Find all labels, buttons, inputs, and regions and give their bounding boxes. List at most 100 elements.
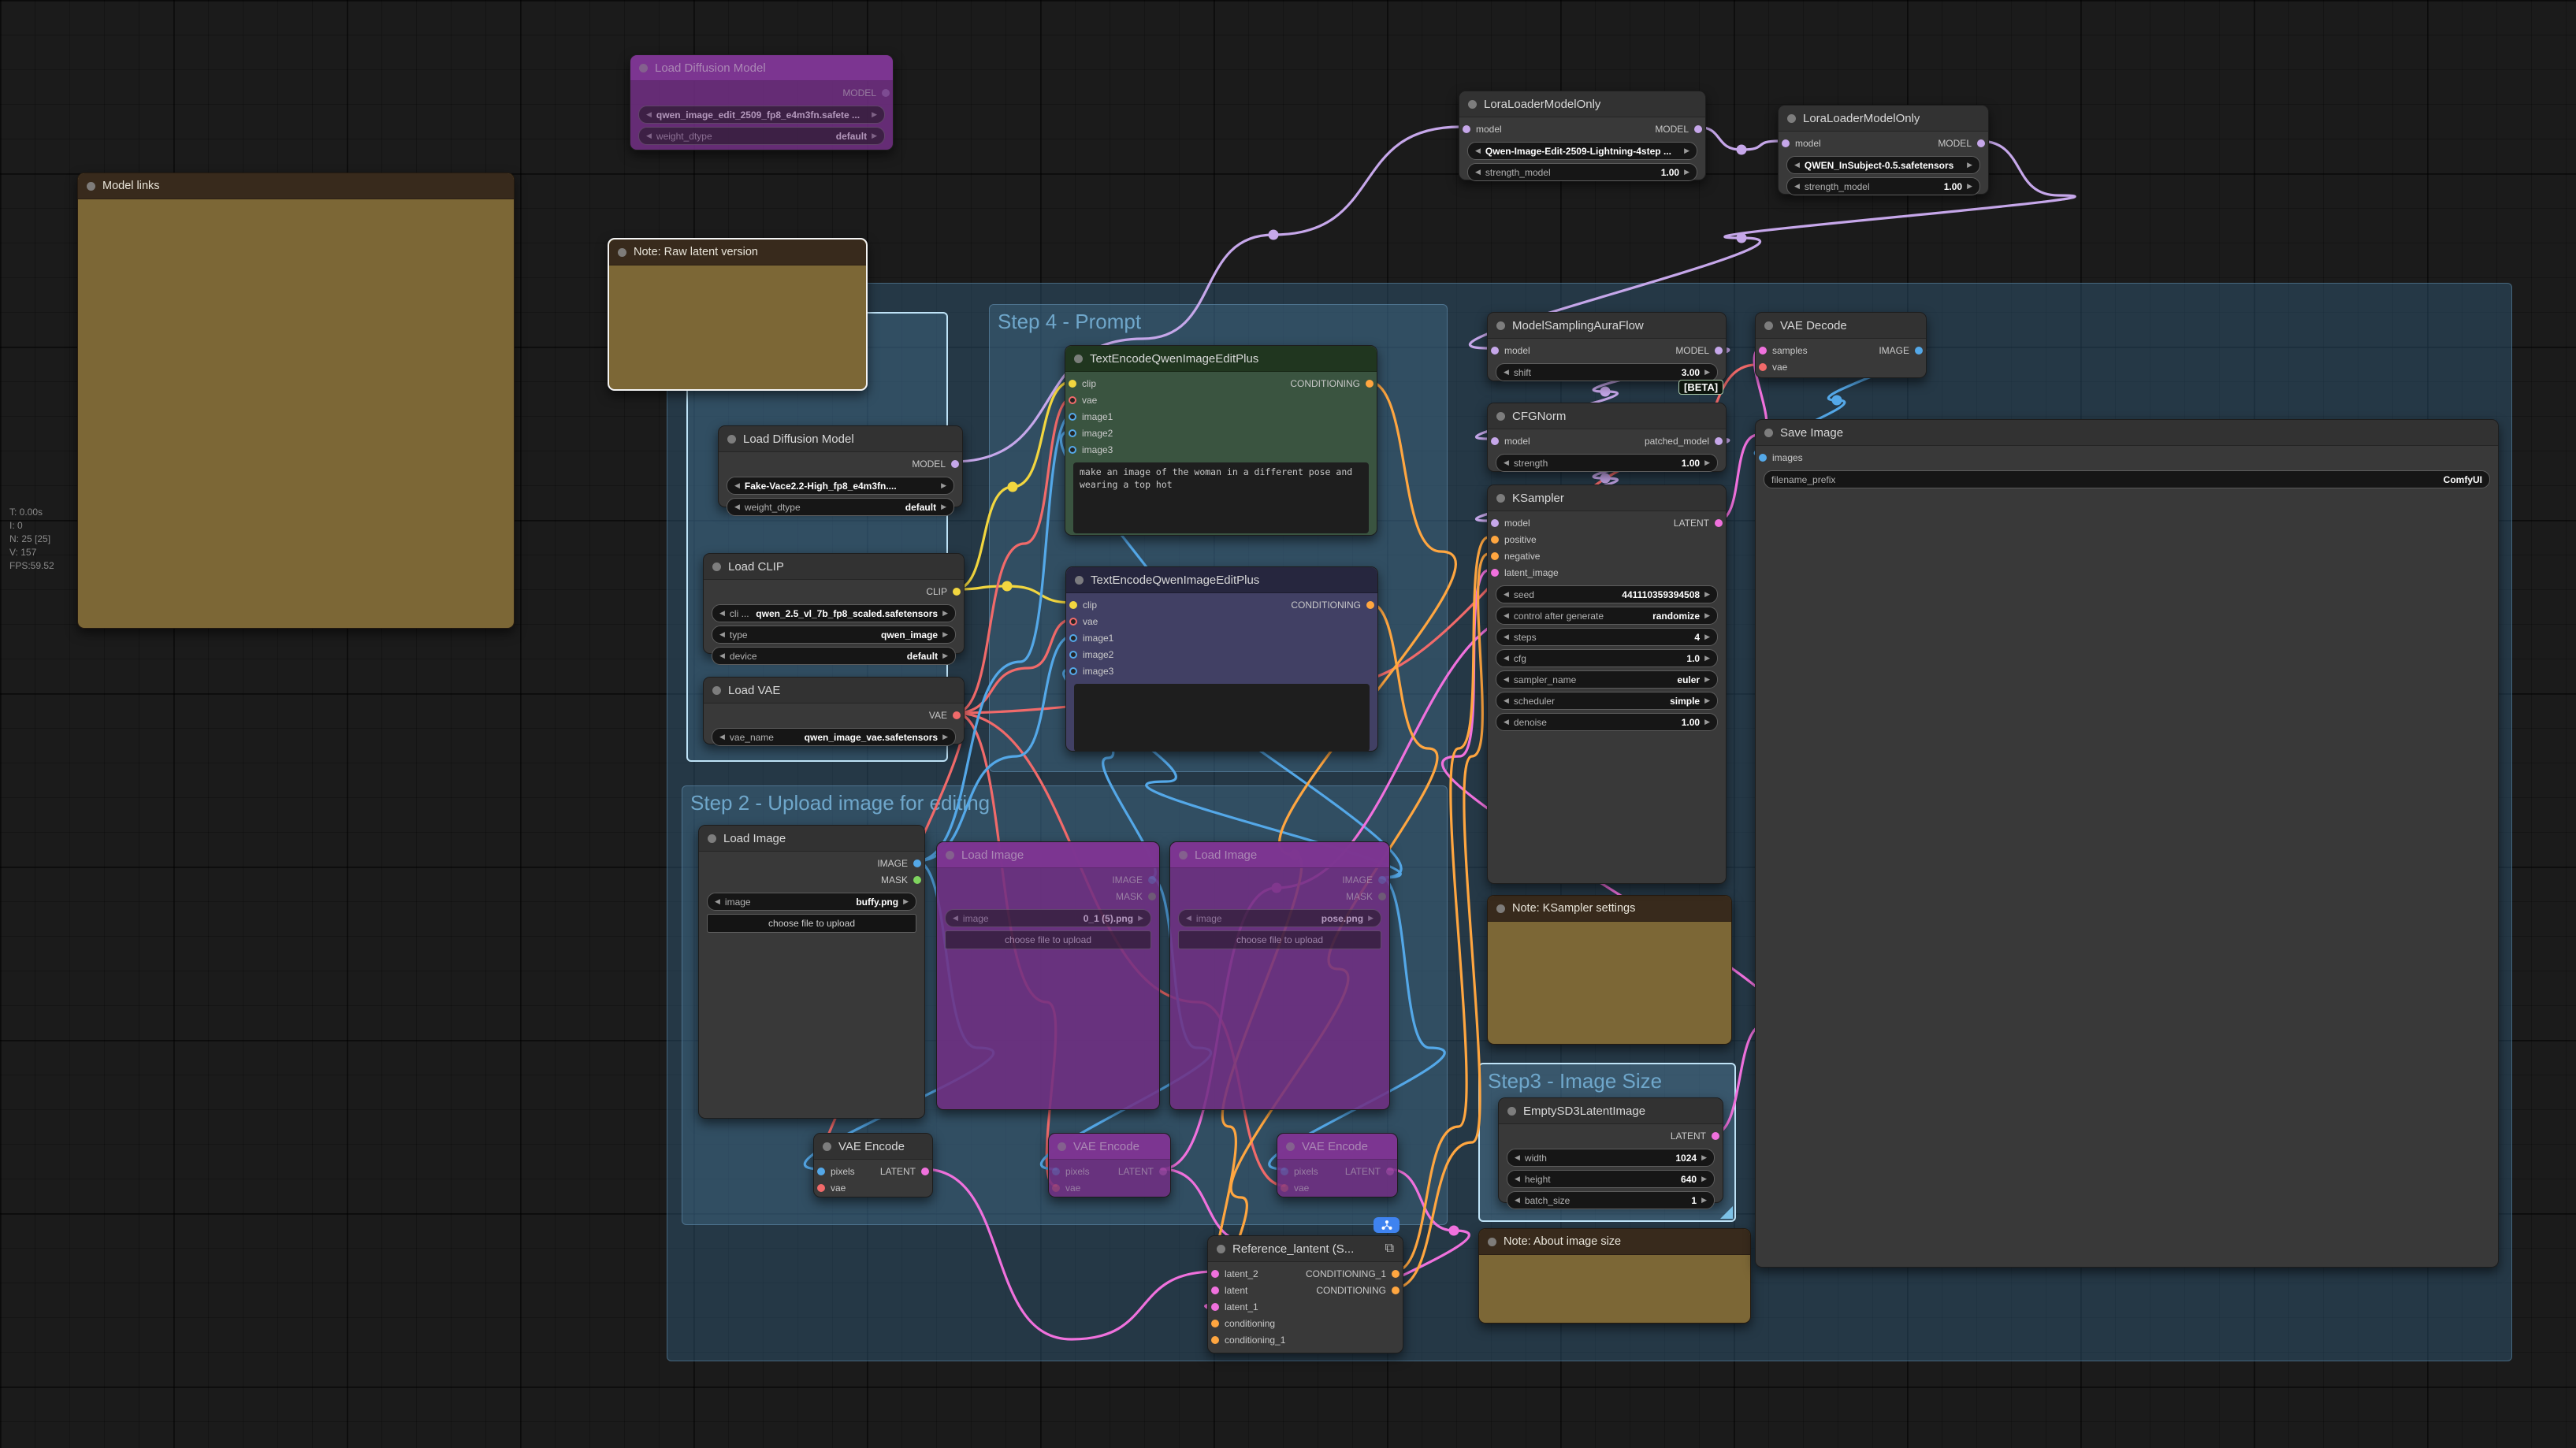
output-slot-LATENT[interactable]: LATENT	[1118, 1163, 1170, 1179]
output-slot-MODEL[interactable]: MODEL	[1938, 135, 1988, 151]
input-slot-model[interactable]: model	[1459, 121, 1502, 137]
collapse-dot-icon[interactable]	[1764, 428, 1773, 437]
collapse-dot-icon[interactable]	[946, 850, 954, 860]
upload-button[interactable]: choose file to upload	[945, 930, 1151, 949]
input-slot-pixels[interactable]: pixels	[1049, 1163, 1090, 1179]
output-slot-IMAGE[interactable]: IMAGE	[1112, 871, 1159, 888]
node-header[interactable]: LoraLoaderModelOnly	[1459, 91, 1705, 117]
note-ksampler-settings[interactable]: Note: KSampler settings	[1487, 895, 1732, 1045]
collapse-dot-icon[interactable]	[712, 685, 721, 695]
image-slot-icon[interactable]	[1069, 412, 1076, 421]
prompt-textarea[interactable]	[1074, 684, 1370, 752]
combo-right-arrow-icon[interactable]: ▶	[903, 897, 909, 905]
input-slot-pixels[interactable]: pixels	[1277, 1163, 1318, 1179]
combo-right-arrow-icon[interactable]: ▶	[1704, 633, 1710, 640]
input-slot-conditioning_1[interactable]: conditioning_1	[1208, 1331, 1285, 1348]
latent-slot-icon[interactable]	[1159, 1167, 1167, 1175]
node-header[interactable]: Load Image	[1170, 842, 1389, 868]
output-slot-IMAGE[interactable]: IMAGE	[877, 855, 924, 871]
combo-left-arrow-icon[interactable]: ◀	[1475, 168, 1481, 176]
combo-right-arrow-icon[interactable]: ▶	[1967, 182, 1972, 190]
latent-slot-icon[interactable]	[1712, 1131, 1719, 1140]
image-slot-icon[interactable]	[1069, 429, 1076, 437]
latent-slot-icon[interactable]	[1759, 346, 1767, 355]
latent-slot-icon[interactable]	[1211, 1286, 1219, 1294]
combo-left-arrow-icon[interactable]: ◀	[1515, 1153, 1520, 1161]
conditioning-slot-icon[interactable]	[1491, 535, 1499, 544]
combo-left-arrow-icon[interactable]: ◀	[1504, 633, 1509, 640]
node-header[interactable]: Load Diffusion Model	[719, 426, 962, 452]
output-slot-MODEL[interactable]: MODEL	[1675, 342, 1726, 358]
combo-right-arrow-icon[interactable]: ▶	[942, 630, 948, 638]
model-slot-icon[interactable]	[1715, 436, 1723, 445]
combo-right-arrow-icon[interactable]: ▶	[942, 652, 948, 659]
node-header[interactable]: CFGNorm	[1488, 403, 1726, 429]
output-slot-CLIP[interactable]: CLIP	[926, 583, 964, 600]
conditioning-slot-icon[interactable]	[1366, 600, 1374, 609]
node-header[interactable]: Save Image	[1756, 420, 2498, 446]
output-slot-CONDITIONING[interactable]: CONDITIONING	[1290, 375, 1377, 392]
input-slot-negative[interactable]: negative	[1488, 548, 1540, 564]
output-slot-MODEL[interactable]: MODEL	[912, 455, 962, 472]
model-slot-icon[interactable]	[882, 88, 890, 97]
note-header[interactable]: Note: Raw latent version	[609, 239, 866, 265]
value-widget[interactable]: ◀QWEN_InSubject-0.5.safetensors▶	[1786, 156, 1980, 174]
output-slot-MODEL[interactable]: MODEL	[842, 84, 893, 101]
output-slot-CONDITIONING[interactable]: CONDITIONING	[1316, 1282, 1403, 1298]
upload-button[interactable]: choose file to upload	[707, 914, 916, 933]
image-slot-icon[interactable]	[1281, 1167, 1288, 1175]
combo-right-arrow-icon[interactable]: ▶	[1967, 161, 1972, 169]
input-slot-samples[interactable]: samples	[1756, 342, 1808, 358]
control after generate-widget[interactable]: ◀control after generaterandomize▶	[1496, 607, 1718, 625]
collapse-dot-icon[interactable]	[1179, 850, 1188, 860]
input-slot-latent_1[interactable]: latent_1	[1208, 1298, 1258, 1315]
collapse-dot-icon[interactable]	[1787, 113, 1796, 123]
output-slot-LATENT[interactable]: LATENT	[880, 1163, 932, 1179]
node-header[interactable]: VAE Encode	[1049, 1134, 1170, 1160]
clip-slot-icon[interactable]	[1069, 600, 1077, 609]
output-slot-VAE[interactable]: VAE	[929, 707, 964, 723]
conditioning-slot-icon[interactable]	[1366, 379, 1373, 388]
model-slot-icon[interactable]	[1977, 139, 1985, 147]
output-slot-IMAGE[interactable]: IMAGE	[1342, 871, 1389, 888]
input-slot-model[interactable]: model	[1488, 433, 1530, 449]
combo-left-arrow-icon[interactable]: ◀	[1794, 182, 1800, 190]
output-slot-CONDITIONING[interactable]: CONDITIONING	[1291, 596, 1377, 613]
image-slot-icon[interactable]	[1915, 346, 1923, 355]
combo-left-arrow-icon[interactable]: ◀	[719, 630, 725, 638]
upload-button[interactable]: choose file to upload	[1178, 930, 1381, 949]
collapse-dot-icon[interactable]	[1075, 575, 1084, 585]
input-slot-clip[interactable]: clip	[1065, 375, 1096, 392]
collapse-dot-icon[interactable]	[712, 562, 721, 571]
output-slot-patched_model[interactable]: patched_model	[1645, 433, 1726, 449]
combo-left-arrow-icon[interactable]: ◀	[719, 609, 725, 617]
input-slot-image1[interactable]: image1	[1065, 408, 1113, 425]
clip-slot-icon[interactable]	[1069, 379, 1076, 388]
collapse-dot-icon[interactable]	[1496, 493, 1505, 503]
mask-slot-icon[interactable]	[1378, 892, 1386, 900]
reroute-dot[interactable]	[1736, 144, 1747, 155]
input-slot-vae[interactable]: vae	[1065, 392, 1097, 408]
collapse-dot-icon[interactable]	[1286, 1142, 1295, 1151]
model-slot-icon[interactable]	[1491, 346, 1499, 355]
conditioning-slot-icon[interactable]	[1491, 551, 1499, 560]
value-widget[interactable]: ◀Qwen-Image-Edit-2509-Lightning-4step ..…	[1467, 142, 1697, 160]
output-slot-CONDITIONING_1[interactable]: CONDITIONING_1	[1306, 1265, 1403, 1282]
model-slot-icon[interactable]	[1491, 436, 1499, 445]
combo-right-arrow-icon[interactable]: ▶	[1701, 1153, 1707, 1161]
